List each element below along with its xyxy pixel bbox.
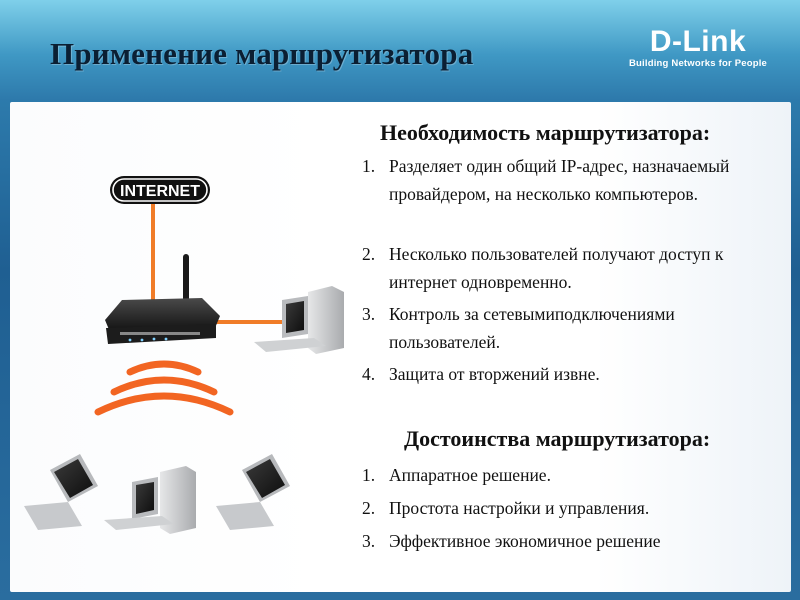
logo-name: D-Link bbox=[649, 25, 747, 58]
router-antenna bbox=[183, 254, 189, 312]
slide-title: Применение маршрутизатора bbox=[50, 36, 474, 71]
item-number: 1. bbox=[362, 156, 376, 176]
need-heading: Необходимость маршрутизатора: bbox=[380, 120, 711, 145]
item-text: Несколько пользователей получают доступ … bbox=[389, 244, 724, 292]
item-number: 1. bbox=[362, 465, 376, 485]
list-item: 2. Простота настройки и управления. bbox=[350, 494, 782, 522]
list-item: 3. Контроль за сетевымиподключениями пол… bbox=[350, 300, 782, 356]
internet-label: INTERNET bbox=[120, 183, 200, 200]
laptop-icon bbox=[24, 454, 98, 530]
desktop-computer-icon bbox=[254, 286, 344, 354]
item-text: Эффективное экономичное решение bbox=[389, 531, 661, 551]
list-item: 1. Разделяет один общий IP-адрес, назнач… bbox=[350, 152, 782, 236]
item-text: Контроль за сетевымиподключениями пользо… bbox=[389, 304, 675, 352]
cable-internet bbox=[151, 204, 155, 304]
item-number: 4. bbox=[362, 364, 376, 384]
item-text: Защита от вторжений извне. bbox=[389, 364, 600, 384]
content-panel: INTERNET bbox=[10, 102, 791, 592]
list-item: 4. Защита от вторжений извне. bbox=[350, 360, 782, 388]
desktop-computer-icon-2 bbox=[104, 466, 196, 534]
header-band bbox=[0, 0, 800, 100]
item-number: 2. bbox=[362, 498, 376, 518]
logo-tagline: Building Networks for People bbox=[628, 58, 768, 69]
d-link-logo: D-Link Building Networks for People bbox=[628, 26, 768, 76]
wifi-waves-icon bbox=[94, 360, 234, 416]
cable-computer bbox=[205, 320, 291, 324]
item-text: Разделяет один общий IP-адрес, назначаем… bbox=[389, 156, 730, 204]
item-text: Аппаратное решение. bbox=[389, 465, 551, 485]
internet-badge: INTERNET bbox=[110, 176, 210, 204]
item-number: 2. bbox=[362, 244, 376, 264]
item-text: Простота настройки и управления. bbox=[389, 498, 650, 518]
laptop-icon-2 bbox=[216, 454, 290, 530]
item-number: 3. bbox=[362, 304, 376, 324]
advantages-heading: Достоинства маршрутизатора: bbox=[404, 426, 711, 451]
list-item: 1. Аппаратное решение. bbox=[350, 461, 782, 489]
list-item: 2. Несколько пользователей получают дост… bbox=[350, 240, 782, 296]
item-number: 3. bbox=[362, 531, 376, 551]
network-illustration: INTERNET bbox=[24, 176, 344, 534]
router-icon bbox=[105, 254, 220, 344]
list-item: 3. Эффективное экономичное решение bbox=[350, 527, 782, 555]
